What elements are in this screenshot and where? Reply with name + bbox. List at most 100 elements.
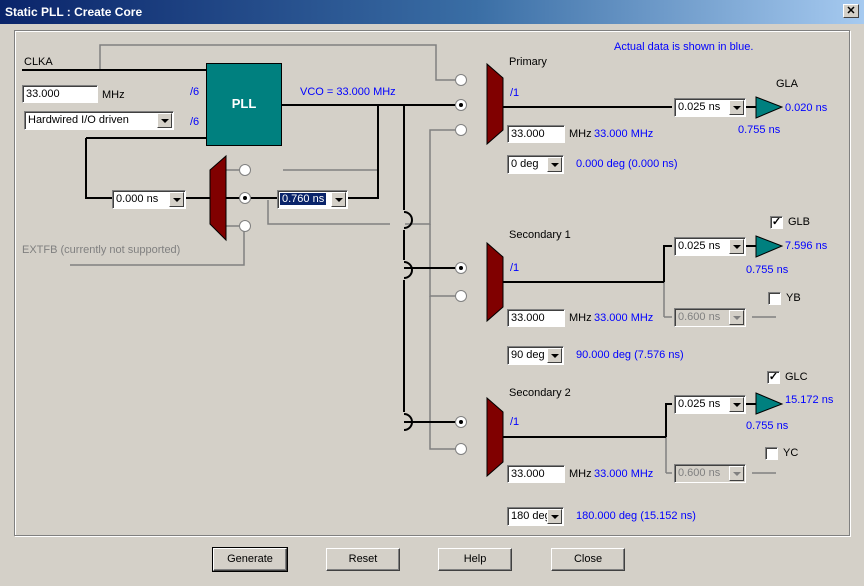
feedback-select[interactable]: 0.760 ns [277, 190, 348, 209]
chevron-down-icon [729, 466, 744, 481]
yb-label: YB [786, 292, 801, 304]
chevron-down-icon[interactable] [729, 239, 744, 254]
feedback-mux-shape [209, 154, 227, 242]
secondary2-radio-2[interactable] [455, 443, 467, 455]
secondary1-title: Secondary 1 [509, 229, 571, 241]
glc-buffer-shape [755, 392, 784, 415]
secondary2-radio-1[interactable] [455, 416, 467, 428]
primary-radio-2[interactable] [455, 99, 467, 111]
secondary1-freq-input[interactable]: 33.000 [507, 309, 565, 327]
secondary1-radio-1[interactable] [455, 262, 467, 274]
chevron-down-icon[interactable] [547, 348, 562, 363]
glb-total-delay: 0.755 ns [746, 264, 789, 276]
feedback-radio-1[interactable] [239, 164, 251, 176]
primary-phase-actual: 0.000 deg (0.000 ns) [576, 158, 678, 170]
secondary2-phase-select[interactable]: 180 deg [507, 507, 564, 526]
secondary1-radio-2[interactable] [455, 290, 467, 302]
yc-label: YC [783, 447, 799, 459]
glb-checkbox[interactable]: ✓ [770, 216, 783, 229]
secondary1-phase-select[interactable]: 90 deg [507, 346, 564, 365]
feedback-radio-2[interactable] [239, 192, 251, 204]
gla-delay-value: 0.025 ns [678, 101, 721, 113]
close-button[interactable]: Close [551, 548, 625, 571]
secondary1-freq-actual: 33.000 MHz [594, 312, 654, 324]
title-bar: Static PLL : Create Core ✕ [0, 0, 864, 24]
pll-block: PLL [206, 63, 282, 146]
chevron-down-icon[interactable] [157, 113, 172, 128]
secondary1-phase-value: 90 deg [511, 349, 545, 361]
glc-delay-select[interactable]: 0.025 ns [674, 395, 746, 414]
secondary2-title: Secondary 2 [509, 387, 571, 399]
glb-buffer-shape [755, 235, 784, 258]
chevron-down-icon[interactable] [547, 157, 562, 172]
help-button[interactable]: Help [438, 548, 512, 571]
glc-label: GLC [785, 371, 808, 383]
vco-frequency: VCO = 33.000 MHz [300, 86, 396, 98]
extfb-label: EXTFB (currently not supported) [22, 244, 181, 256]
gla-delay-select[interactable]: 0.025 ns [674, 98, 746, 117]
yc-checkbox[interactable] [765, 447, 778, 460]
gla-label: GLA [776, 78, 799, 90]
feedback-select-value: 0.760 ns [280, 193, 327, 205]
glb-delay-value: 0.025 ns [678, 240, 721, 252]
secondary2-freq-unit: MHz [569, 468, 592, 480]
info-text: Actual data is shown in blue. [614, 41, 754, 53]
source-select[interactable]: Hardwired I/O driven [24, 111, 174, 130]
chevron-down-icon[interactable] [729, 397, 744, 412]
gla-actual-delay: 0.020 ns [785, 102, 828, 114]
secondary2-divider: /1 [510, 416, 520, 428]
glc-total-delay: 0.755 ns [746, 420, 789, 432]
clka-label: CLKA [24, 56, 53, 68]
config-panel [14, 30, 850, 536]
feedback-delay-value: 0.000 ns [116, 193, 159, 205]
secondary2-phase-actual: 180.000 deg (15.152 ns) [576, 510, 696, 522]
pll-feedback-divider: /6 [190, 116, 200, 128]
primary-phase-value: 0 deg [511, 158, 539, 170]
yb-checkbox[interactable] [768, 292, 781, 305]
glc-checkbox[interactable]: ✓ [767, 371, 780, 384]
gla-buffer-shape [755, 96, 784, 119]
chevron-down-icon[interactable] [547, 509, 562, 524]
primary-phase-select[interactable]: 0 deg [507, 155, 564, 174]
yb-delay-select: 0.600 ns [674, 308, 746, 327]
yc-delay-select: 0.600 ns [674, 464, 746, 483]
secondary1-divider: /1 [510, 262, 520, 274]
secondary2-freq-actual: 33.000 MHz [594, 468, 654, 480]
chevron-down-icon [729, 310, 744, 325]
generate-button[interactable]: Generate [212, 547, 288, 572]
secondary2-freq-input[interactable]: 33.000 [507, 465, 565, 483]
primary-freq-actual: 33.000 MHz [594, 128, 654, 140]
primary-divider: /1 [510, 87, 520, 99]
clka-freq-unit: MHz [102, 89, 125, 101]
primary-freq-unit: MHz [569, 128, 592, 140]
primary-title: Primary [509, 56, 547, 68]
glb-actual-delay: 7.596 ns [785, 240, 828, 252]
pll-input-divider: /6 [190, 86, 200, 98]
feedback-delay-select[interactable]: 0.000 ns [112, 190, 186, 209]
primary-radio-1[interactable] [455, 74, 467, 86]
secondary2-phase-value: 180 deg [511, 510, 551, 522]
glc-delay-value: 0.025 ns [678, 398, 721, 410]
yc-delay-value: 0.600 ns [678, 467, 721, 479]
gla-total-delay: 0.755 ns [738, 124, 781, 136]
glb-delay-select[interactable]: 0.025 ns [674, 237, 746, 256]
chevron-down-icon[interactable] [331, 192, 346, 207]
chevron-down-icon[interactable] [169, 192, 184, 207]
secondary1-freq-unit: MHz [569, 312, 592, 324]
chevron-down-icon[interactable] [729, 100, 744, 115]
glb-label: GLB [788, 216, 811, 228]
close-icon[interactable]: ✕ [843, 4, 859, 18]
secondary1-mux-shape [486, 241, 504, 323]
primary-mux-shape [486, 62, 504, 146]
primary-radio-3[interactable] [455, 124, 467, 136]
yb-delay-value: 0.600 ns [678, 311, 721, 323]
reset-button[interactable]: Reset [326, 548, 400, 571]
clka-freq-input[interactable]: 33.000 [22, 85, 98, 103]
glc-actual-delay: 15.172 ns [785, 394, 834, 406]
primary-freq-input[interactable]: 33.000 [507, 125, 565, 143]
feedback-radio-3[interactable] [239, 220, 251, 232]
source-select-value: Hardwired I/O driven [28, 114, 129, 126]
secondary1-phase-actual: 90.000 deg (7.576 ns) [576, 349, 684, 361]
secondary2-mux-shape [486, 396, 504, 478]
